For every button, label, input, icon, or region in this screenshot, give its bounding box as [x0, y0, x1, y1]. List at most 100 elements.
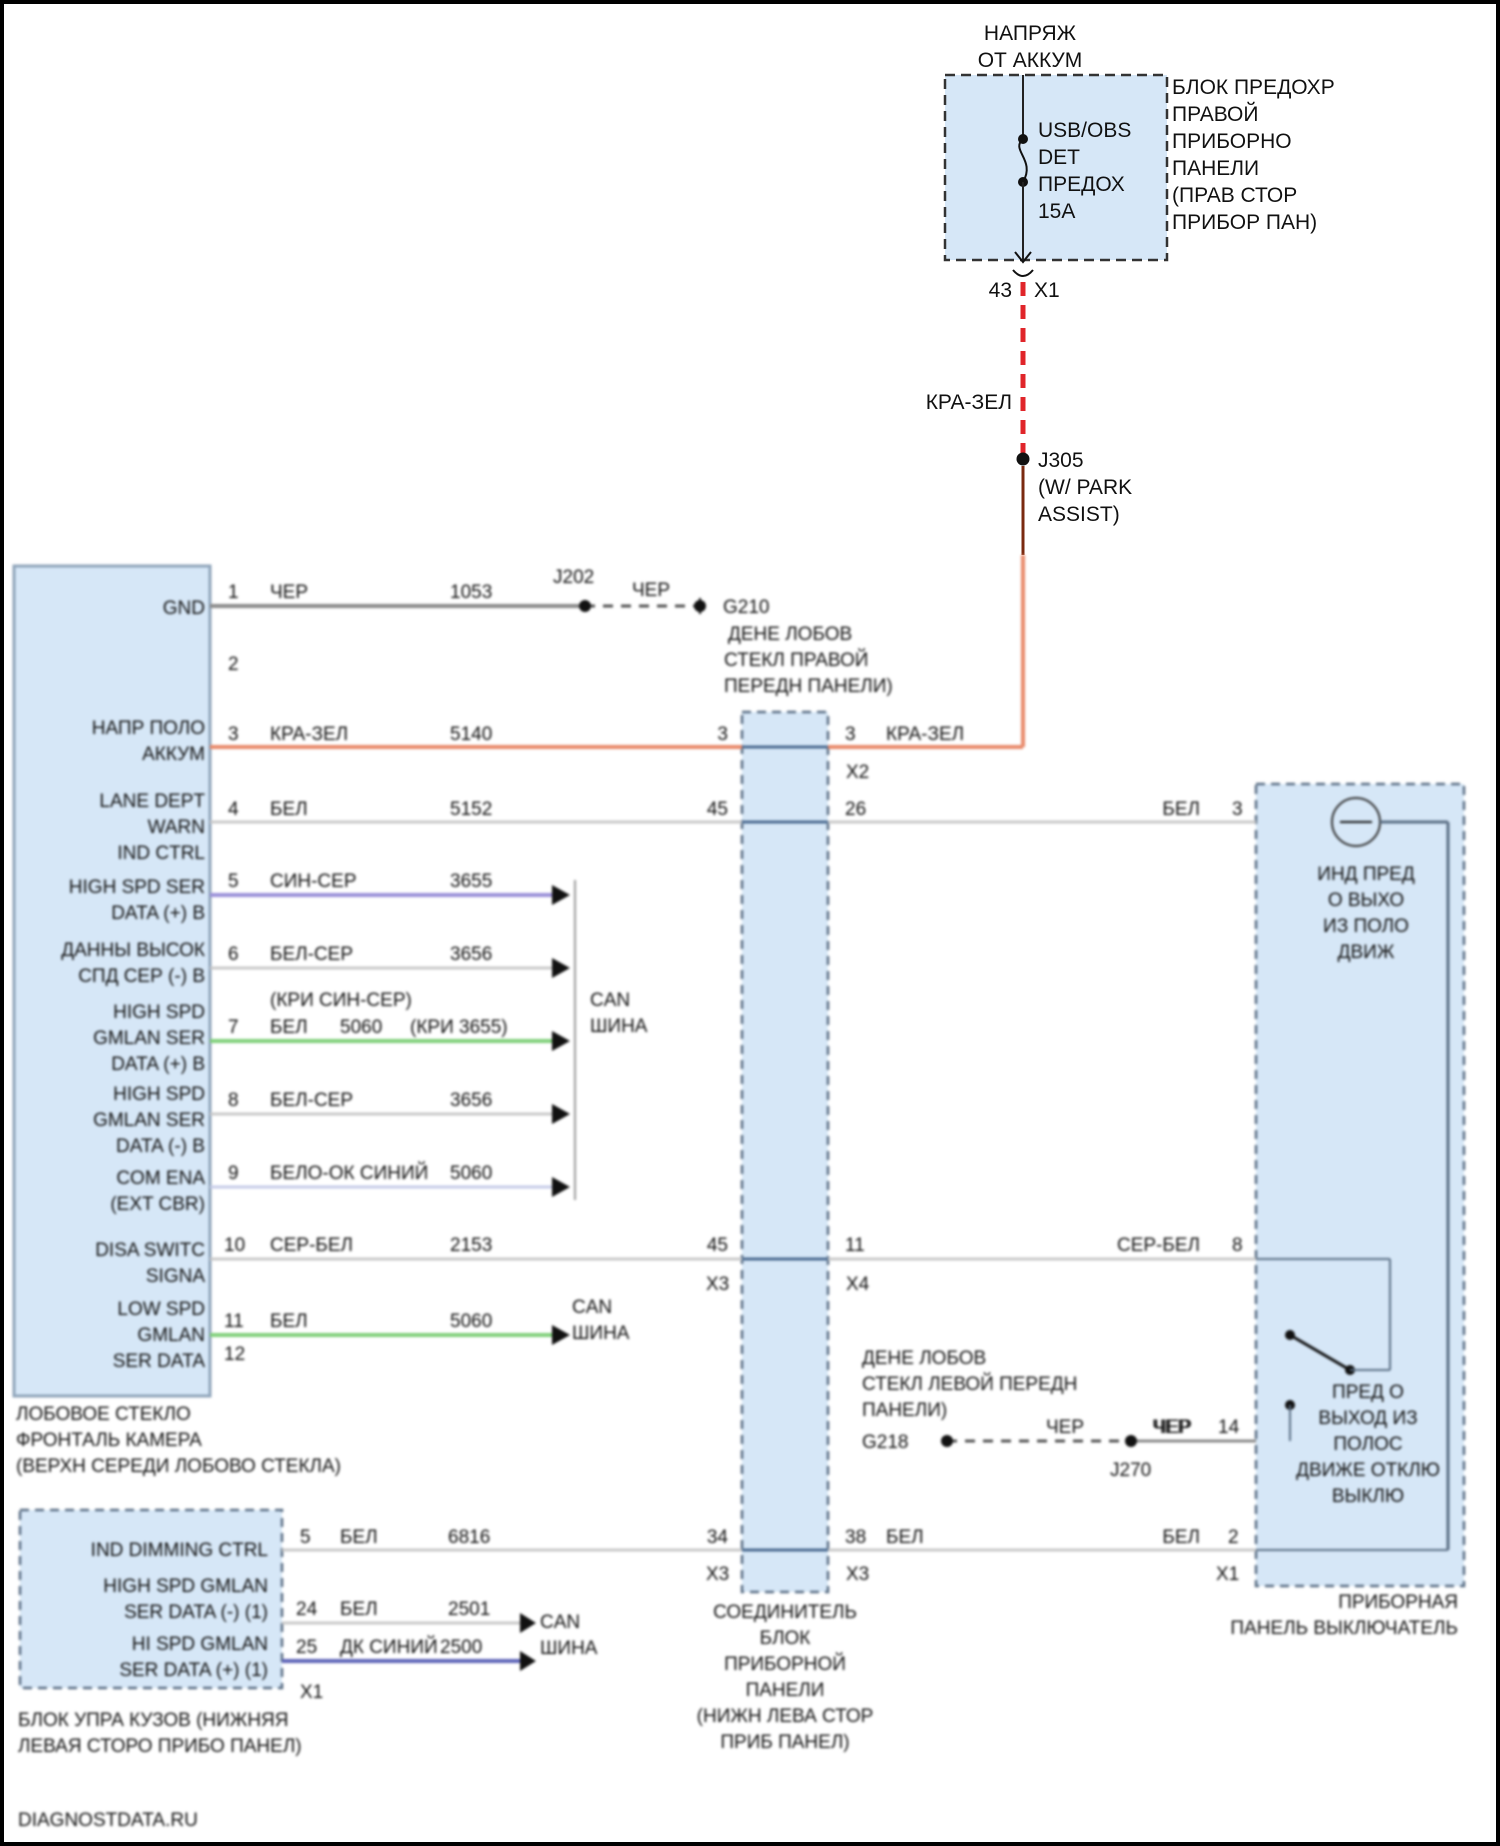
ground-top-wire-color: ЧЕР: [632, 580, 670, 601]
camera-pin-7-number: 7: [228, 1017, 239, 1038]
battery-supply-line-2: ОТ АККУМ: [978, 49, 1083, 72]
switch-row-4-color: БЕЛ: [1162, 1527, 1200, 1548]
connector-row-4-right-pin: 38: [845, 1527, 866, 1548]
camera-name: ЛОБОВОЕ СТЕКЛО ФРОНТАЛЬ КАМЕРА (ВЕРХН СЕ…: [16, 1404, 341, 1477]
fuse-block-name-line-1: БЛОК ПРЕДОХР: [1172, 76, 1335, 99]
connector-row-3-left-conn: X3: [706, 1274, 729, 1295]
camera-pin-4-label-1: LANE DEPT: [99, 791, 205, 812]
camera-pin-3-circuit: 5140: [450, 724, 492, 745]
camera-pin-8-label-1: HIGH SPD: [113, 1084, 205, 1105]
ground-top-note-line-3: ПЕРЕДН ПАНЕЛИ): [724, 676, 893, 697]
can-label-2-line-2: ШИНА: [572, 1323, 630, 1344]
splice-j305-line-1: J305: [1038, 449, 1084, 472]
connector-row-2-left-pin: 45: [707, 799, 728, 820]
camera-pin-11-label-3: SER DATA: [113, 1351, 206, 1372]
ground-bottom-wire-color-2: ЧЕР: [1154, 1417, 1192, 1438]
ground-top-note: ДЕНЕ ЛОБОВ СТЕКЛ ПРАВОЙ ПЕРЕДН ПАНЕЛИ): [724, 624, 893, 697]
battery-supply-line-1: НАПРЯЖ: [984, 22, 1077, 45]
camera-pin-11-circuit: 5060: [450, 1311, 492, 1332]
camera-pin-7-circuit: 5060: [340, 1017, 382, 1038]
connector-block-name-line-5: (НИЖН ЛЕВА СТОР: [697, 1706, 874, 1727]
can-label-1-line-1: CAN: [590, 990, 630, 1011]
camera-pin-8-number: 8: [228, 1090, 239, 1111]
bcm-connector-label: X1: [300, 1682, 323, 1703]
switch-row-2-pin: 8: [1232, 1235, 1243, 1256]
camera-pin-5-color: СИН-СЕР: [270, 871, 357, 892]
connector-row-2-right-pin: 26: [845, 799, 866, 820]
switch-row-4-pin: 2: [1228, 1527, 1239, 1548]
ground-g218-label: G218: [862, 1432, 908, 1453]
camera-pin-9-number: 9: [228, 1163, 239, 1184]
fuse-label-line-1: USB/OBS: [1038, 119, 1131, 142]
indicator-label-line-1: ИНД ПРЕД: [1317, 864, 1415, 885]
camera-pin-8-circuit: 3656: [450, 1090, 492, 1111]
connector-row-1-color: КРА-ЗЕЛ: [886, 724, 964, 745]
connector-block-name-line-1: СОЕДИНИТЕЛЬ: [713, 1602, 857, 1623]
camera-pin-4: LANE DEPT WARN IND CTRL 4 БЕЛ 5152: [99, 791, 492, 864]
camera-pin-3-label-2: АККУМ: [142, 744, 205, 765]
bcm-name-line-1: БЛОК УПРА КУЗОВ (НИЖНЯЯ: [18, 1710, 288, 1731]
switch-label-line-1: ПРЕД О: [1332, 1382, 1404, 1403]
camera-pin-9-label-2: (EXT CBR): [110, 1194, 205, 1215]
camera-pin-12-number: 12: [224, 1344, 245, 1365]
fuse-pin-number: 43: [989, 279, 1012, 302]
splice-j270-label: J270: [1110, 1460, 1151, 1481]
switch-row-1-color: БЕЛ: [1162, 799, 1200, 820]
bcm-pin-25-label-2: SER DATA (+) (1): [119, 1660, 268, 1681]
connector-row-4-left-conn: X3: [706, 1564, 729, 1585]
connector-block-name: СОЕДИНИТЕЛЬ БЛОК ПРИБОРНОЙ ПАНЕЛИ (НИЖН …: [697, 1602, 874, 1753]
connector-row-3-right-conn: X4: [846, 1274, 870, 1295]
ground-g210-label: G210: [723, 597, 769, 618]
can-arrow-icons: [520, 885, 570, 1671]
ground-bottom-wire-color-1: ЧЕР: [1046, 1417, 1084, 1438]
indicator-label-line-4: ДВИЖ: [1338, 942, 1395, 963]
can-bus-label-2: CAN ШИНА: [572, 1297, 630, 1344]
camera-pin-3-color: КРА-ЗЕЛ: [270, 724, 348, 745]
bcm-pin-5-color: БЕЛ: [340, 1527, 378, 1548]
switch-label-line-4: ДВИЖЕ ОТКЛЮ: [1296, 1460, 1440, 1481]
switch-panel-name-line-2: ПАНЕЛЬ ВЫКЛЮЧАТЕЛЬ: [1230, 1618, 1458, 1639]
bcm-pin-5-label: IND DIMMING CTRL: [91, 1540, 268, 1561]
bcm-name-line-2: ЛЕВАЯ СТОРО ПРИБО ПАНЕЛ): [18, 1736, 302, 1757]
camera-pin-10-label-2: SIGNA: [146, 1266, 205, 1287]
camera-pin-4-circuit: 5152: [450, 799, 492, 820]
can-label-2-line-1: CAN: [572, 1297, 612, 1318]
ground-g210-icon: [694, 598, 706, 614]
bcm-pin-24-label-1: HIGH SPD GMLAN: [103, 1576, 268, 1597]
fuse-label-line-3: ПРЕДОХ: [1038, 173, 1125, 196]
camera-pin-7-label-3: DATA (+) B: [111, 1054, 205, 1075]
connector-x1-symbol-icon: [1013, 270, 1033, 276]
camera-pin-4-number: 4: [228, 799, 239, 820]
camera-pin-6-label-2: СПД СЕР (-) B: [78, 966, 205, 987]
splice-j305-line-3: ASSIST): [1038, 503, 1120, 526]
camera-pin-1-color: ЧЕР: [270, 582, 308, 603]
camera-name-line-1: ЛОБОВОЕ СТЕКЛО: [16, 1404, 191, 1425]
bcm-can-label-line-2: ШИНА: [540, 1638, 598, 1659]
camera-pin-11-label-2: GMLAN: [137, 1325, 205, 1346]
connector-row-4-right-conn: X3: [846, 1564, 869, 1585]
camera-pin-7-alt-color: (КРИ СИН-СЕР): [270, 990, 412, 1011]
bcm-pin-5-circuit: 6816: [448, 1527, 490, 1548]
camera-pin-8: HIGH SPD GMLAN SER DATA (-) B 8 БЕЛ-СЕР …: [93, 1084, 492, 1157]
camera-pin-10-number: 10: [224, 1235, 245, 1256]
camera-pin-7-label-2: GMLAN SER: [93, 1028, 205, 1049]
connector-row-1-left-pin: 3: [717, 724, 728, 745]
camera-pin-7-alt-circuit: (КРИ 3655): [410, 1017, 508, 1038]
fuse-block-name-line-3: ПРИБОРНО: [1172, 130, 1292, 153]
bcm-pin-25-color: ДК СИНИЙ: [340, 1636, 438, 1658]
bcm-pin-25-label-1: HI SPD GMLAN: [132, 1634, 268, 1655]
splice-j270: [1125, 1435, 1137, 1447]
ground-bottom-note-line-2: СТЕКЛ ЛЕВОЙ ПЕРЕДН: [862, 1373, 1077, 1395]
indicator-label-line-2: О ВЫХО: [1328, 890, 1404, 911]
camera-pin-7-label-1: HIGH SPD: [113, 1002, 205, 1023]
fuse-connector-label: X1: [1034, 279, 1060, 302]
camera-name-line-3: (ВЕРХН СЕРЕДИ ЛОБОВО СТЕКЛА): [16, 1456, 341, 1477]
camera-pin-4-color: БЕЛ: [270, 799, 308, 820]
camera-pin-9-circuit: 5060: [450, 1163, 492, 1184]
camera-pin-6-number: 6: [228, 944, 239, 965]
watermark: DIAGNOSTDATA.RU: [18, 1810, 198, 1831]
connector-row-1-right-pin: 3: [845, 724, 856, 745]
bcm-pin-25-circuit: 2500: [440, 1637, 482, 1658]
bcm-pin-24-label-2: SER DATA (-) (1): [124, 1602, 268, 1623]
